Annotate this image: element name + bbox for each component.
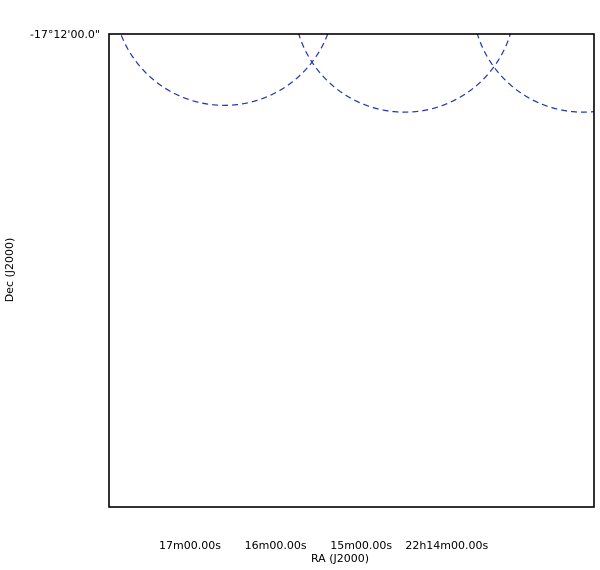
y-axis-title: Dec (J2000) (3, 238, 16, 303)
fields-layer (120, 34, 594, 113)
x-axis-ticks: 17m00.00s 16m00.00s 15m00.00s 22h14m00.00s (159, 539, 488, 552)
y-axis-ticks: -17°12'00.0"24'00.0"36'00.0"48'00.0"-18°… (30, 28, 100, 41)
x-tick-label-2: 15m00.00s (330, 539, 392, 552)
x-tick-label-1: 16m00.00s (245, 539, 307, 552)
y-tick-label-0: -17°12'00.0" (30, 28, 100, 41)
x-tick-label-3: 22h14m00.00s (405, 539, 488, 552)
field-blue-circle-13 (298, 34, 511, 113)
field-blue-circle-12 (120, 34, 329, 106)
plot-frame (108, 33, 595, 508)
x-tick-label-0: 17m00.00s (159, 539, 221, 552)
plot-area (120, 34, 594, 113)
x-axis-title: RA (J2000) (311, 552, 369, 565)
field-blue-circle-14 (476, 34, 594, 113)
